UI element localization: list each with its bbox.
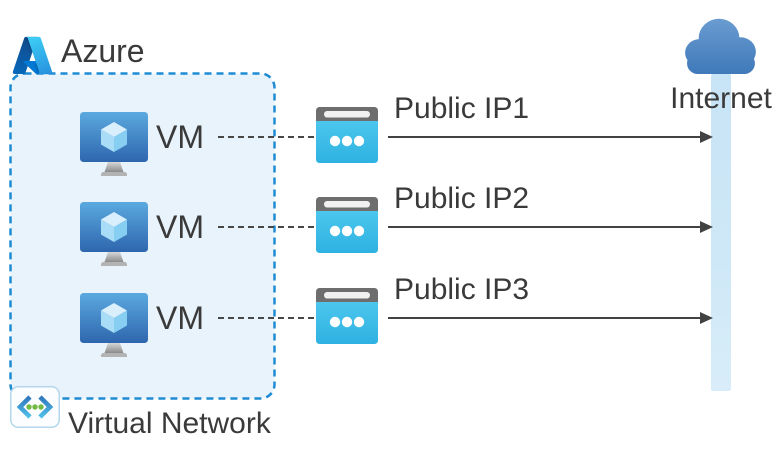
arrow-to-internet (388, 311, 713, 324)
azure-label: Azure (61, 33, 145, 69)
internet-label: Internet (670, 82, 772, 115)
public-ip-browser-icon (316, 107, 378, 163)
virtual-network-label: Virtual Network (68, 407, 271, 440)
vm-label: VM (156, 209, 204, 245)
public-ip-label: Public IP2 (394, 182, 530, 215)
vm-to-publicip-connector (218, 136, 314, 138)
azure-logo-icon (12, 36, 53, 75)
vm-row: VM Public IP3 (80, 273, 730, 357)
public-ip-label: Public IP1 (394, 92, 530, 125)
internet-cloud-icon (685, 18, 756, 75)
vm-label: VM (156, 300, 204, 336)
vm-row: VM Public IP1 (80, 92, 730, 176)
virtual-network-chevron-icon (10, 386, 60, 428)
public-ip-browser-icon (316, 197, 378, 253)
arrow-to-internet (388, 220, 713, 233)
arrow-head-icon (700, 220, 713, 233)
arrow-to-internet (388, 130, 713, 143)
vm-to-publicip-connector (218, 317, 314, 319)
public-ip-browser-icon (316, 288, 378, 344)
public-ip-label: Public IP3 (394, 273, 530, 306)
arrow-head-icon (700, 311, 713, 324)
arrow-line (388, 135, 700, 138)
internet-bar (711, 74, 731, 391)
arrow-line (388, 225, 700, 228)
vm-row: VM Public IP2 (80, 182, 730, 266)
vm-monitor-icon (80, 293, 148, 357)
vm-monitor-icon (80, 202, 148, 266)
arrow-line (388, 316, 700, 319)
arrow-head-icon (700, 130, 713, 143)
vm-label: VM (156, 119, 204, 155)
vm-to-publicip-connector (218, 226, 314, 228)
vm-monitor-icon (80, 112, 148, 176)
